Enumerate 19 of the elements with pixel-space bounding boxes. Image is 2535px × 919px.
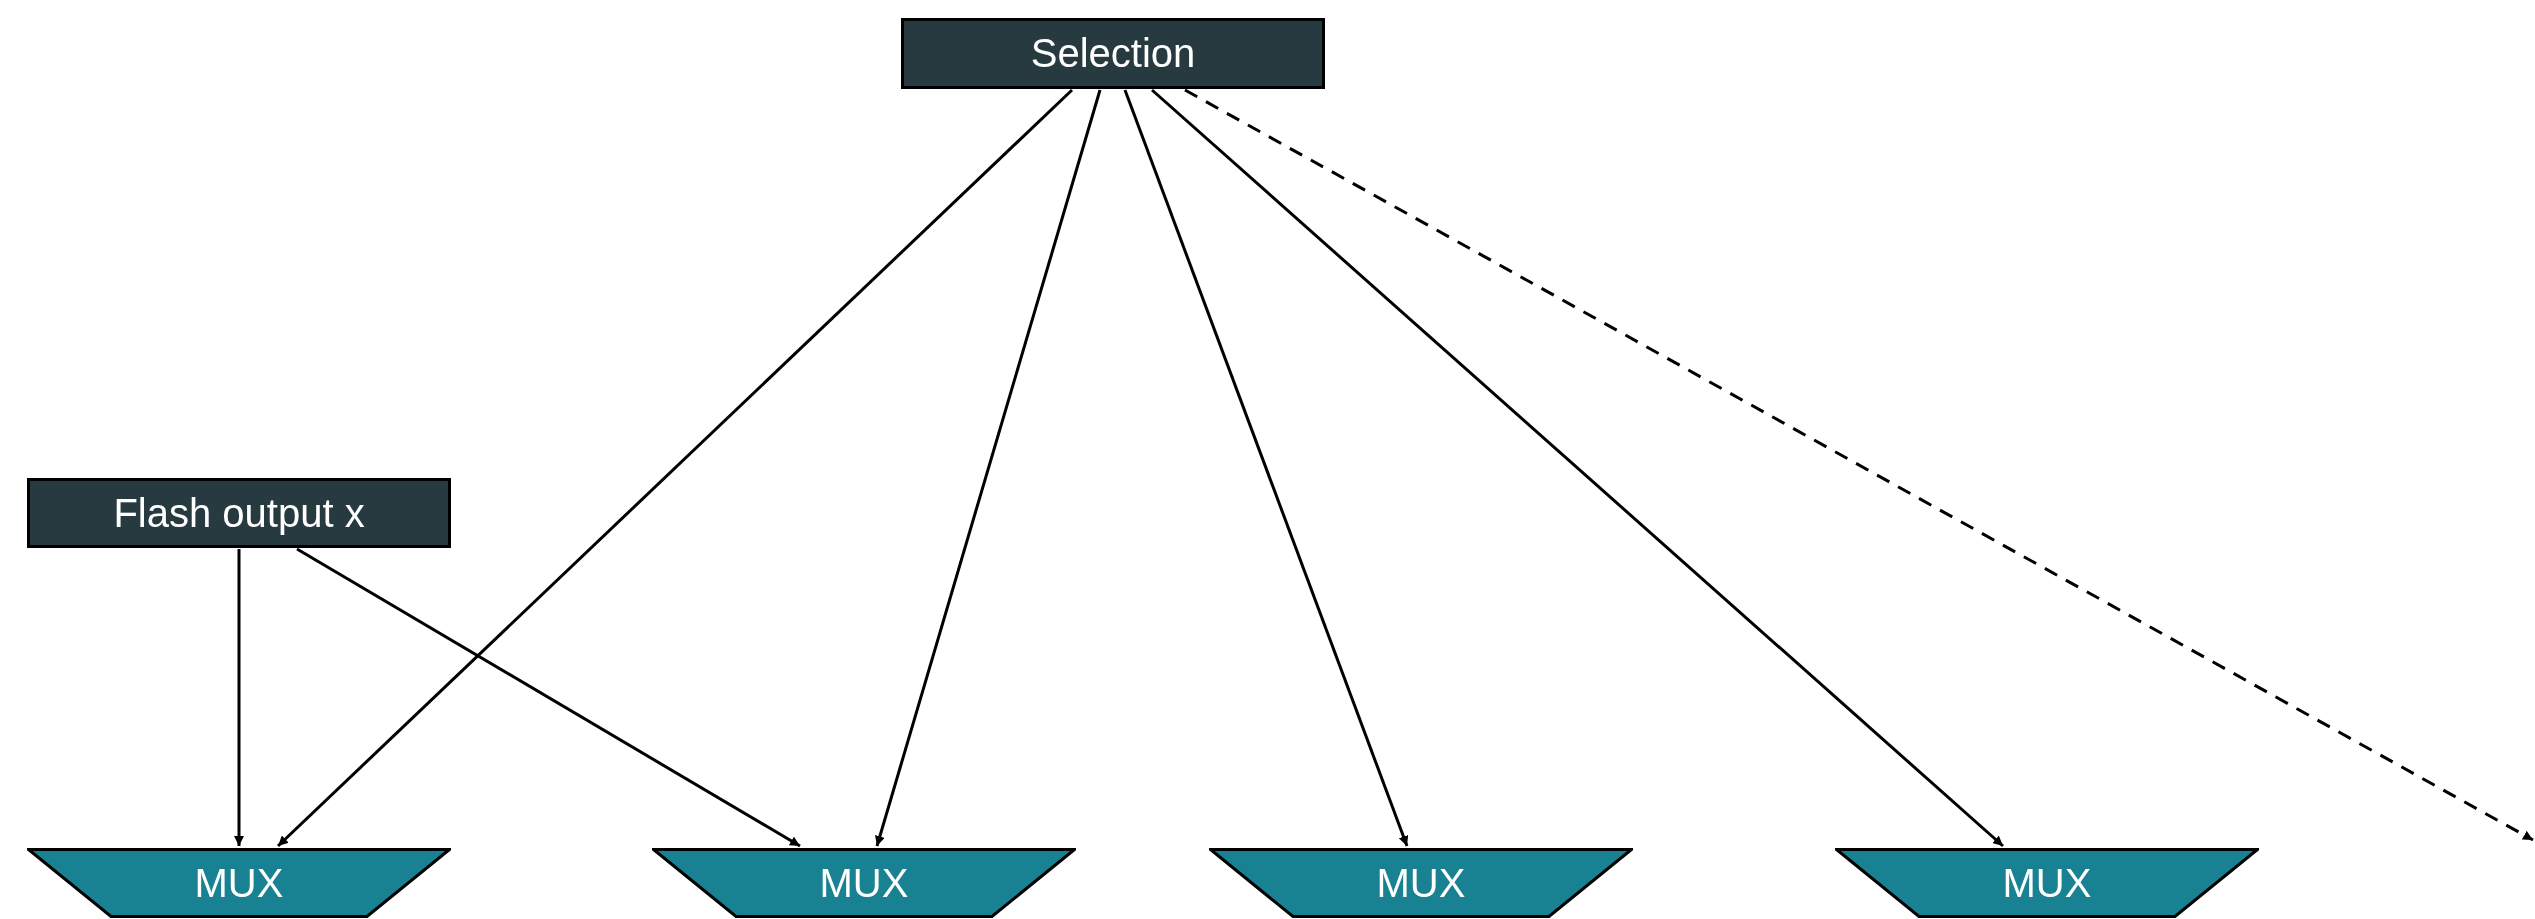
mux-trapezoid [27,848,451,918]
block-label: MUX [2002,860,2092,906]
mux-trapezoid [1209,848,1633,918]
arrow [296,547,801,848]
arrow [1184,88,2534,842]
block-label: Selection [1030,31,1196,76]
block-label: MUX [819,860,909,906]
arrow [1151,88,2004,848]
mux-trapezoid [652,848,1076,918]
arrow [276,88,1074,848]
block-box [27,478,451,548]
arrow [1123,89,1409,847]
mux-trapezoid [1835,848,2259,918]
arrow [875,89,1102,847]
block-label: Flash output x [113,490,365,536]
block-label: MUX [1376,860,1466,906]
block-label: MUX [194,860,284,906]
arrow [234,549,244,846]
block-box [901,18,1325,89]
